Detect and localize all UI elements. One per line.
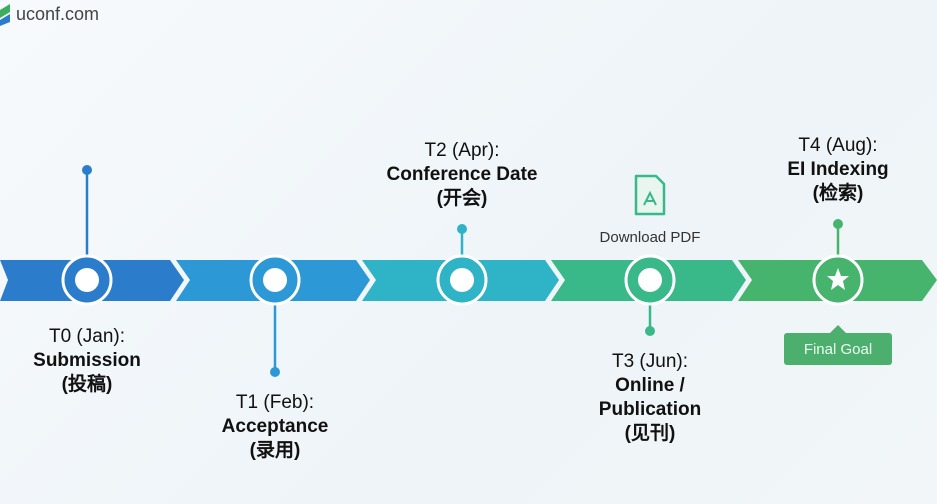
milestone-node-0[interactable] [61, 254, 113, 306]
connector-dot-2 [457, 224, 467, 234]
milestone-label-4: T4 (Aug): EI Indexing (检索) [787, 134, 888, 206]
milestone-label-2: T2 (Apr): Conference Date (开会) [387, 139, 538, 211]
connector-dot-1 [270, 367, 280, 377]
milestone-time: T0 (Jan): [48, 326, 126, 347]
milestone-title: Acceptance [221, 416, 329, 437]
milestone-label-0: T0 (Jan): Submission (投稿) [33, 325, 141, 397]
milestone-cn: (开会) [436, 188, 488, 209]
site-logo[interactable]: uconf.com [0, 2, 99, 26]
milestone-node-3[interactable] [624, 254, 676, 306]
milestone-title: Submission [33, 350, 141, 371]
milestone-cn: (检索) [812, 183, 864, 204]
milestone-node-1[interactable] [249, 254, 301, 306]
connector-dot-3 [645, 326, 655, 336]
milestone-label-3: T3 (Jun): Online / Publication (见刊) [599, 350, 701, 446]
milestone-cn: (投稿) [61, 374, 113, 395]
milestone-node-2[interactable] [436, 254, 488, 306]
download-pdf-link[interactable]: Download PDF [599, 229, 701, 246]
final-goal-badge: Final Goal [784, 325, 892, 365]
milestone-cn: (录用) [249, 440, 301, 461]
star-icon [827, 268, 849, 290]
milestone-label-1: T1 (Feb): Acceptance (录用) [222, 391, 329, 463]
milestone-title: Conference Date [386, 164, 538, 185]
milestone-time: T3 (Jun): [611, 351, 689, 372]
connector-dot-4 [833, 219, 843, 229]
connector-dot-0 [82, 165, 92, 175]
site-name: uconf.com [16, 3, 100, 24]
milestone-time: T2 (Apr): [424, 140, 500, 161]
milestone-title: Online / [615, 375, 685, 396]
milestone-title: EI Indexing [787, 159, 889, 180]
milestone-cn: (见刊) [624, 423, 676, 444]
pdf-icon[interactable] [634, 174, 666, 216]
logo-icon [0, 4, 10, 26]
milestone-time: T4 (Aug): [798, 135, 878, 156]
milestone-node-4[interactable] [812, 254, 864, 306]
milestone-time: T1 (Feb): [235, 392, 315, 413]
milestone-title-2: Publication [598, 399, 702, 420]
final-goal-label: Final Goal [803, 340, 873, 358]
